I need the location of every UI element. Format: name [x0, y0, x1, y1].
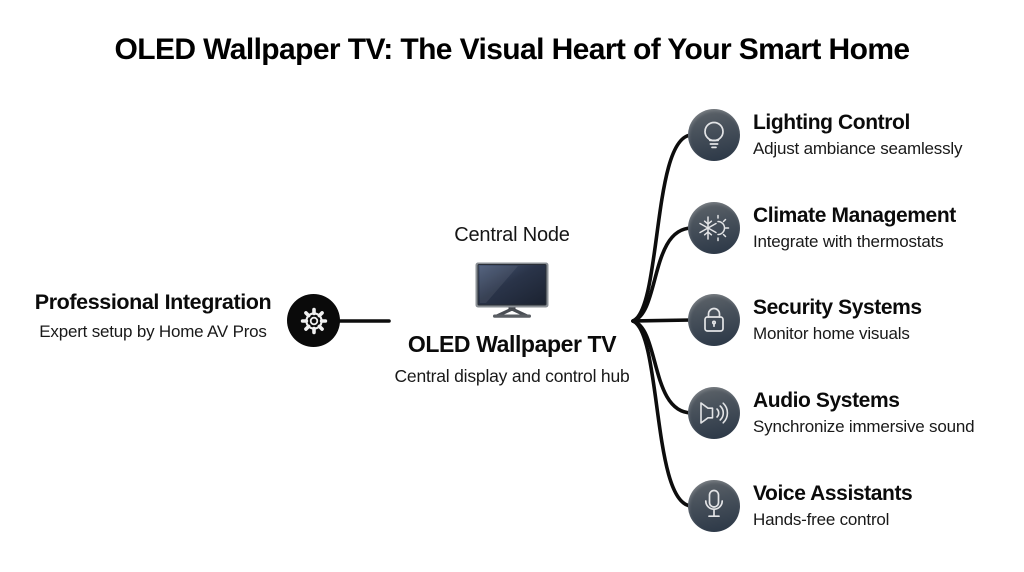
speaker-icon [695, 394, 733, 432]
branch-text: Lighting Control Adjust ambiance seamles… [753, 111, 962, 159]
branch-row-audio: Audio Systems Synchronize immersive soun… [688, 387, 975, 439]
connector-security [631, 318, 694, 323]
branch-title: Audio Systems [753, 389, 900, 413]
lock-icon [695, 301, 733, 339]
voice-node-circle [688, 480, 740, 532]
branch-row-security: Security Systems Monitor home visuals [688, 294, 922, 346]
branch-subtitle: Hands-free control [753, 510, 890, 530]
branch-text: Audio Systems Synchronize immersive soun… [753, 389, 975, 437]
branch-title: Voice Assistants [753, 482, 913, 506]
connector-climate [631, 226, 694, 323]
climate-icon [695, 209, 733, 247]
branch-row-lighting: Lighting Control Adjust ambiance seamles… [688, 109, 962, 161]
branch-text: Security Systems Monitor home visuals [753, 296, 922, 344]
connector-voice [631, 319, 694, 508]
left-node-subtitle: Expert setup by Home AV Pros [39, 322, 267, 341]
left-node-title: Professional Integration [34, 290, 272, 314]
central-node-subtitle: Central display and control hub [394, 366, 630, 386]
branch-subtitle: Adjust ambiance seamlessly [753, 139, 963, 159]
branch-subtitle: Synchronize immersive sound [753, 417, 975, 437]
climate-node-circle [688, 202, 740, 254]
security-node-circle [688, 294, 740, 346]
left-node-text: Professional Integration Expert setup by… [28, 290, 278, 342]
branch-subtitle: Integrate with thermostats [753, 232, 944, 252]
gear-icon [294, 301, 334, 341]
lighting-node-circle [688, 109, 740, 161]
lightbulb-icon [695, 116, 733, 154]
branch-row-climate: Climate Management Integrate with thermo… [688, 202, 956, 254]
branch-row-voice: Voice Assistants Hands-free control [688, 480, 913, 532]
microphone-icon [695, 487, 733, 525]
tv-icon [474, 261, 550, 319]
branch-title: Security Systems [753, 296, 922, 320]
left-node-circle [287, 294, 340, 347]
central-node-title: OLED Wallpaper TV [407, 331, 617, 357]
branch-text: Voice Assistants Hands-free control [753, 482, 913, 530]
branch-subtitle: Monitor home visuals [753, 324, 910, 344]
central-node-label: Central Node [454, 224, 570, 246]
branch-title: Climate Management [753, 204, 956, 228]
branch-text: Climate Management Integrate with thermo… [753, 204, 956, 252]
connector-lighting [631, 133, 694, 323]
audio-node-circle [688, 387, 740, 439]
page-title: OLED Wallpaper TV: The Visual Heart of Y… [114, 33, 910, 66]
branch-title: Lighting Control [753, 111, 910, 135]
central-node: Central Node OLED Wallpaper TV Cent [362, 224, 662, 387]
